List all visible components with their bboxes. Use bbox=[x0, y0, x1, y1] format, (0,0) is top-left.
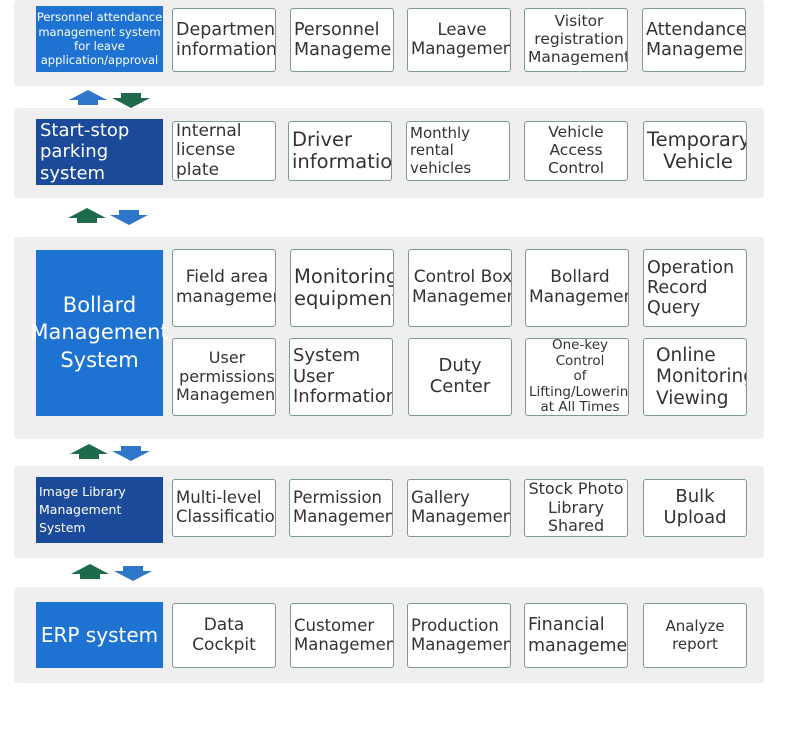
system-erp-label: ERP system bbox=[40, 623, 159, 647]
system-attendance: Personnel attendance management system f… bbox=[36, 6, 163, 72]
module-vehicle-access-control: Vehicle Access Control bbox=[524, 121, 628, 181]
module-control-box-management: Control Box Management bbox=[408, 249, 512, 327]
system-bollard-label: Bollard Management System bbox=[30, 293, 169, 372]
module-system-user-information: System User Information bbox=[289, 338, 393, 416]
system-parking-label: Start-stop parking system bbox=[40, 119, 130, 184]
module-multi-level-classification: Multi-level Classification bbox=[172, 479, 276, 537]
module-visitor-registration: Visitor registration Management bbox=[524, 8, 628, 72]
system-erp: ERP system bbox=[36, 602, 163, 668]
arrow-down-icon bbox=[110, 215, 148, 225]
arrow-down-icon bbox=[112, 451, 150, 461]
module-production-management: Production Management bbox=[407, 603, 511, 668]
arrow-up-icon bbox=[69, 90, 107, 100]
module-attendance-management: Attendance Management bbox=[642, 8, 746, 72]
module-user-permissions-management: User permissions Management bbox=[172, 338, 276, 416]
module-temporary-vehicle: Temporary Vehicle bbox=[643, 121, 747, 181]
module-financial-management: Financial management bbox=[524, 603, 628, 668]
module-monitoring-equipment: Monitoring equipment bbox=[290, 249, 394, 327]
module-personnel-management: Personnel Management bbox=[290, 8, 394, 72]
module-internal-license-plate: Internal license plate bbox=[172, 121, 276, 181]
module-bollard-management: Bollard Management bbox=[525, 249, 629, 327]
arrow-up-icon bbox=[68, 208, 106, 218]
module-driver-information: Driver information bbox=[288, 121, 392, 181]
module-one-key-control: One-key Control of Lifting/Lowering at A… bbox=[525, 338, 629, 416]
module-bulk-upload: Bulk Upload bbox=[643, 479, 747, 537]
module-operation-record-query: Operation Record Query bbox=[643, 249, 747, 327]
module-data-cockpit: Data Cockpit bbox=[172, 603, 276, 668]
system-parking: Start-stop parking system bbox=[36, 119, 163, 185]
module-customer-management: Customer Management bbox=[290, 603, 394, 668]
module-monthly-rental-vehicles: Monthly rental vehicles bbox=[406, 121, 510, 181]
arrow-down-icon bbox=[114, 571, 152, 581]
module-permission-management: Permission Management bbox=[289, 479, 393, 537]
module-online-monitoring-viewing: Online Monitoring Viewing bbox=[643, 338, 747, 416]
system-bollard: Bollard Management System bbox=[30, 250, 169, 416]
module-stock-photo-library-shared: Stock Photo Library Shared bbox=[524, 479, 628, 537]
arrow-up-icon bbox=[70, 444, 108, 454]
system-image-library: Image Library Management System bbox=[36, 477, 163, 543]
module-leave-management: Leave Management bbox=[407, 8, 511, 72]
module-duty-center: Duty Center bbox=[408, 338, 512, 416]
arrow-down-icon bbox=[112, 98, 150, 108]
module-department-information: Department information bbox=[172, 8, 276, 72]
arrow-up-icon bbox=[71, 564, 109, 574]
system-attendance-label: Personnel attendance management system f… bbox=[36, 10, 163, 68]
module-gallery-management: Gallery Management bbox=[407, 479, 511, 537]
module-analyze-report: Analyze report bbox=[643, 603, 747, 668]
module-field-area-management: Field area management bbox=[172, 249, 276, 327]
system-image-library-label: Image Library Management System bbox=[39, 483, 126, 536]
